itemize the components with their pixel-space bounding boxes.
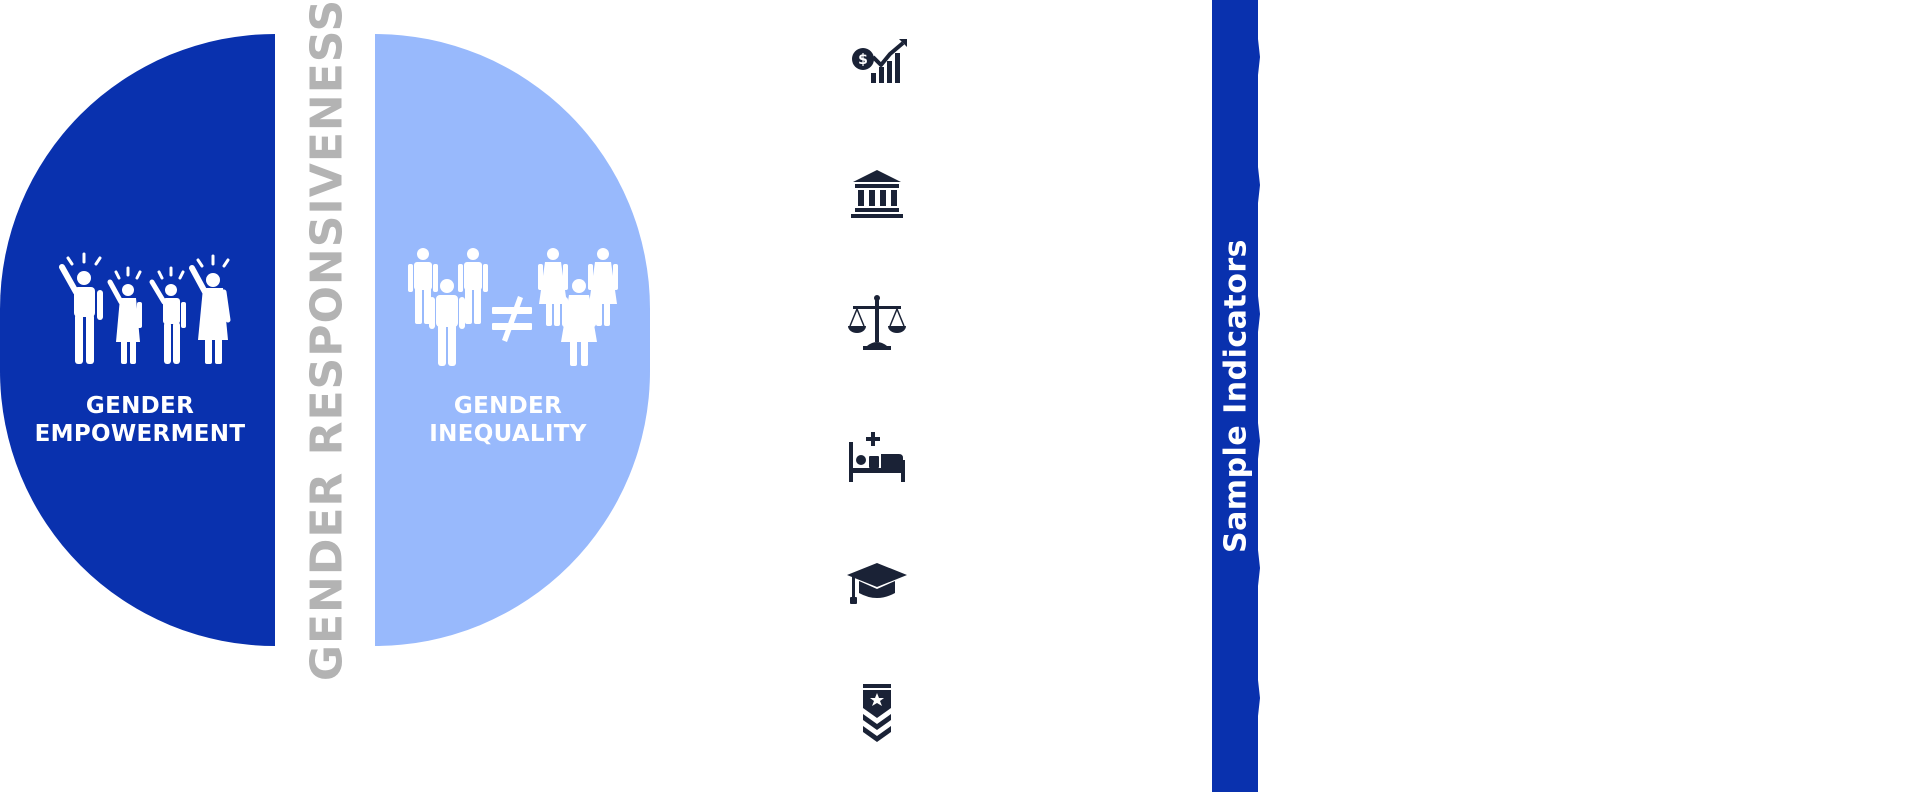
gender-empowerment-label: GENDER EMPOWERMENT [30,392,250,448]
institution-building-icon [845,162,909,226]
justice-scale-icon [845,292,909,356]
sample-indicators-title: Sample Indicators [1218,238,1254,554]
men-not-equal-women-icon [408,248,618,366]
gender-empowerment-line2: EMPOWERMENT [34,421,246,447]
gender-inequality-label: GENDER INEQUALITY [398,392,618,448]
raised-hands-people-icon [59,252,231,364]
svg-text:$: $ [858,52,868,68]
economy-chart-icon: $ [845,27,909,91]
gender-responsiveness-title: GENDER RESPONSIVENESS [301,0,353,682]
sample-indicators-bar [1212,0,1260,792]
military-rank-icon [845,680,909,744]
education-cap-icon [845,551,909,615]
health-bed-icon [845,424,909,488]
gender-inequality-line1: GENDER [453,393,563,419]
gender-inequality-line2: INEQUALITY [429,421,587,447]
gender-empowerment-line1: GENDER [85,393,195,419]
